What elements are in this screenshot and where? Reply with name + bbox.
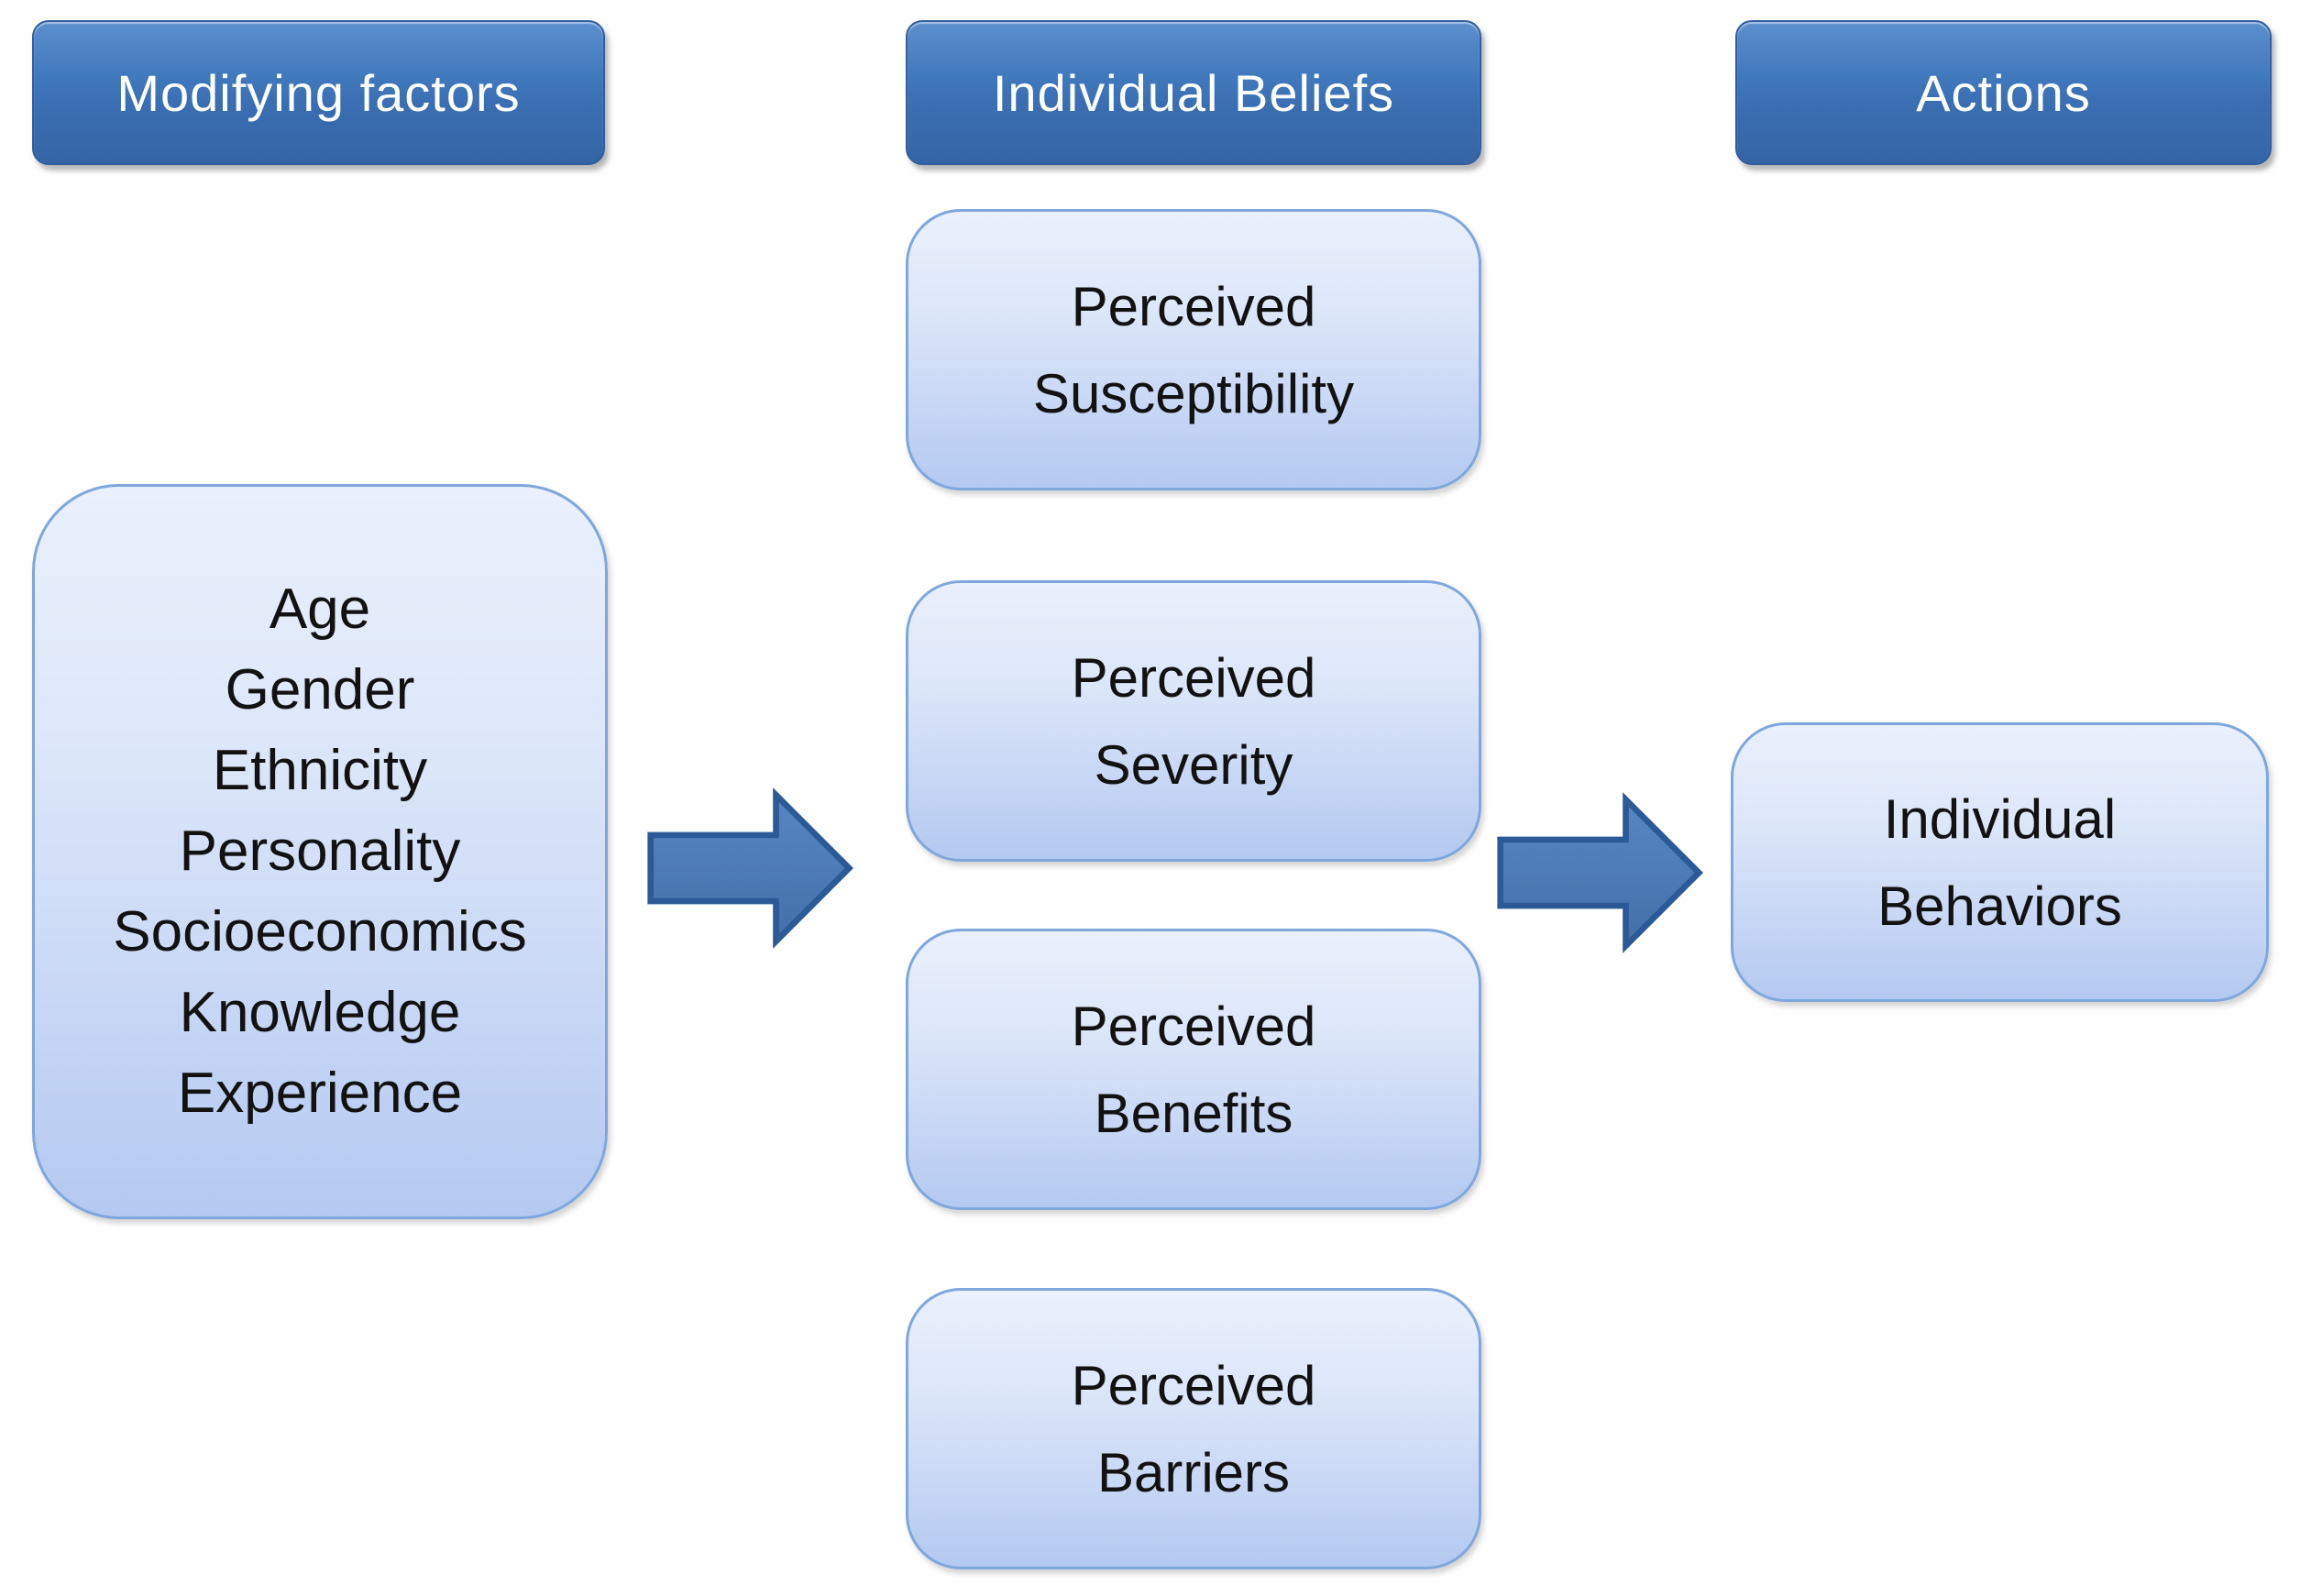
perceived-severity-box: Perceived Severity <box>906 580 1481 862</box>
header-actions: Actions <box>1735 20 2272 165</box>
perceived-benefits-box: Perceived Benefits <box>906 929 1481 1210</box>
box-line: Individual <box>1883 787 2117 850</box>
modifying-factor-item: Ethnicity <box>212 739 428 802</box>
box-line: Perceived <box>1071 646 1316 709</box>
modifying-factors-box: Age Gender Ethnicity Personality Socioec… <box>32 484 608 1219</box>
box-line: Perceived <box>1071 1354 1316 1416</box>
right-arrow-icon <box>647 787 854 949</box>
box-line: Behaviors <box>1877 875 2122 937</box>
box-line: Severity <box>1094 733 1293 796</box>
box-line: Susceptibility <box>1032 362 1355 424</box>
modifying-factor-item: Socioeconomics <box>113 900 527 963</box>
modifying-factor-item: Personality <box>179 820 461 883</box>
box-line: Perceived <box>1071 995 1316 1057</box>
header-modifying-factors: Modifying factors <box>32 20 605 165</box>
modifying-factor-item: Age <box>269 578 371 641</box>
modifying-factor-item: Experience <box>177 1062 463 1125</box>
box-line: Perceived <box>1071 275 1316 337</box>
right-arrow-icon <box>1497 792 1704 953</box>
modifying-factor-item: Gender <box>225 658 415 721</box>
individual-behaviors-box: Individual Behaviors <box>1731 722 2269 1002</box>
perceived-susceptibility-box: Perceived Susceptibility <box>906 209 1481 490</box>
box-line: Benefits <box>1094 1082 1293 1144</box>
header-individual-beliefs: Individual Beliefs <box>906 20 1481 165</box>
modifying-factor-item: Knowledge <box>179 981 461 1044</box>
box-line: Barriers <box>1096 1441 1291 1503</box>
perceived-barriers-box: Perceived Barriers <box>906 1288 1481 1569</box>
